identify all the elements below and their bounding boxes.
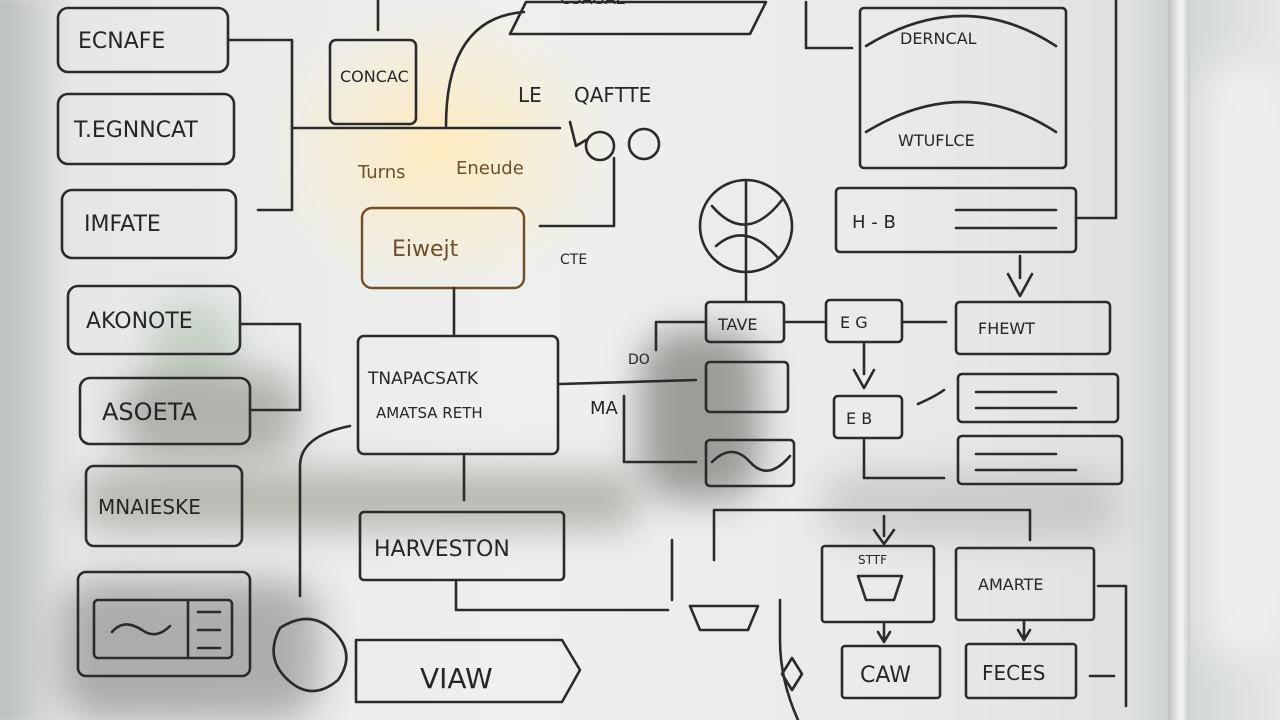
funnel-shape — [688, 604, 760, 632]
connector-glow-right — [538, 156, 616, 228]
connector-tave-left — [654, 320, 706, 352]
box-left-5-label: ASOETA — [102, 398, 198, 426]
curve-left-to-center — [298, 424, 352, 598]
box-center — [356, 334, 560, 456]
box-glow-label: Eiwejt — [392, 237, 459, 262]
circle-1 — [584, 130, 616, 162]
box-view-label: VIAW — [420, 662, 493, 695]
scribble-top-right — [568, 120, 588, 148]
box-tave-label: TAVE — [717, 315, 758, 334]
box-glow — [360, 206, 526, 290]
globe-scribble — [710, 178, 784, 274]
scribble-bottom-left — [272, 617, 348, 693]
blurred-desk-right — [820, 470, 1120, 540]
box-eb — [832, 394, 904, 440]
note-glow-2: Eneude — [456, 158, 524, 179]
box-harveston-label: HARVESTON — [374, 537, 510, 562]
box-small-top — [328, 38, 418, 126]
scribble-left-7b — [196, 610, 222, 650]
glass-frame-right — [1168, 0, 1190, 720]
arrow-lane-down — [1006, 254, 1034, 298]
box-lines-1 — [956, 372, 1120, 424]
box-lane-label: H - B — [852, 212, 896, 233]
note-cte: CTE — [560, 252, 587, 268]
diamond-shape — [780, 656, 804, 692]
box-left-6-label: MNAIESKE — [98, 495, 201, 519]
connector-left-top — [226, 38, 294, 212]
box-small-top-label: CONCAC — [340, 67, 409, 86]
arrow-eg-down — [852, 342, 876, 390]
box-caw-label: CAW — [860, 663, 911, 688]
box-view — [354, 638, 582, 704]
box-left-1-label: ECNAFE — [78, 29, 165, 54]
note-top-1: LE — [518, 83, 542, 107]
circle-2 — [627, 127, 661, 161]
box-big-right-line-1: DERNCAL — [900, 29, 977, 48]
box-amarte-label: AMARTE — [978, 575, 1044, 594]
box-top-center-label: CSAGAE — [560, 0, 626, 8]
glass-frame-left — [0, 0, 48, 720]
box-sv-label: STTF — [858, 553, 887, 567]
box-big-right-arcs — [864, 14, 1058, 134]
box-eb-label: E B — [846, 409, 872, 428]
box-fhewt-label: FHEWT — [978, 319, 1035, 338]
box-left-4 — [66, 284, 242, 356]
box-lines-2 — [956, 434, 1124, 486]
box-big-right — [858, 6, 1068, 170]
box-left-6 — [84, 464, 244, 548]
note-my: MA — [590, 398, 619, 419]
blurred-person — [640, 330, 760, 500]
box-sv-funnel — [856, 574, 904, 602]
note-do: DO — [628, 352, 650, 368]
box-left-7-inner — [92, 598, 234, 660]
note-top-2: QAFTTE — [574, 83, 651, 107]
box-tave — [704, 300, 786, 344]
box-eg-top-label: E G — [840, 313, 868, 332]
box-fecs — [964, 642, 1078, 700]
box-lane — [834, 186, 1078, 254]
box-left-2-label: T.EGNNCAT — [73, 118, 198, 143]
arrows-bottom — [876, 620, 1032, 644]
box-center-line-2: AMATSA RETH — [376, 404, 483, 422]
connector-right-bottom — [1088, 584, 1128, 708]
box-lane-lines — [954, 208, 1058, 230]
box-scribble — [704, 438, 796, 488]
box-snaal — [704, 360, 790, 414]
connector-to-big-right — [804, 0, 854, 50]
box-fecs-label: FECES — [982, 661, 1045, 685]
box-big-right-line-2: WTUFLCE — [898, 131, 975, 150]
box-left-4-label: AKONOTE — [86, 309, 193, 334]
box-amarte — [954, 546, 1096, 622]
blurred-window — [1200, 60, 1280, 660]
connector-to-scribble — [622, 394, 698, 464]
arrow-center-right — [558, 378, 698, 386]
box-left-3 — [60, 188, 238, 260]
box-left-3-label: IMFATE — [84, 212, 161, 237]
tick-eb — [916, 388, 946, 406]
note-glow-1: Turns — [357, 162, 406, 183]
box-lines-2-marks — [974, 452, 1078, 472]
connector-eb-down — [862, 438, 946, 480]
box-lines-1-marks — [974, 390, 1078, 410]
box-caw — [840, 644, 942, 700]
arrow-to-sv — [872, 514, 896, 546]
box-left-7 — [76, 570, 252, 678]
box-left-2 — [56, 92, 236, 166]
box-top-center — [508, 0, 768, 36]
connector-bottom-loop — [712, 508, 1032, 562]
blurred-plant — [150, 300, 240, 390]
box-harveston — [358, 510, 566, 582]
curve-top — [444, 10, 526, 128]
connector-lane-up — [1074, 0, 1118, 220]
box-scribble-mark — [710, 450, 792, 472]
blurred-chair — [60, 580, 320, 720]
box-center-line-1: TNAPACSATK — [367, 369, 479, 389]
connector-left-mid — [238, 322, 302, 412]
box-fhewt — [954, 300, 1112, 356]
arrow-harveston-right — [454, 580, 670, 612]
box-sv — [820, 544, 936, 624]
scribble-left-7 — [110, 623, 172, 636]
